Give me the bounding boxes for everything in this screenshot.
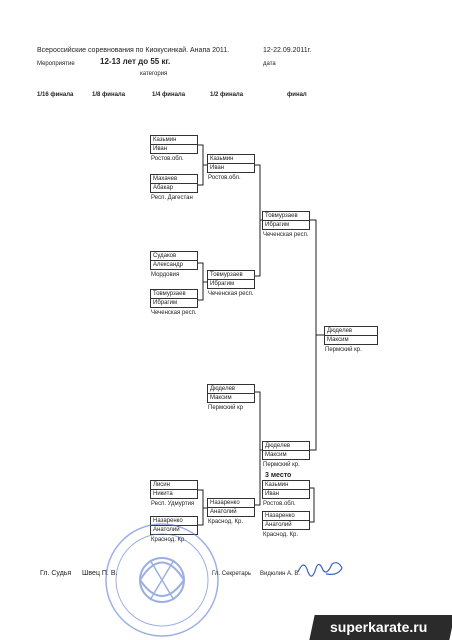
round-header-final: финал — [287, 92, 307, 98]
fighter-surname: Дюделев — [210, 386, 236, 392]
fighter-surname: Казьмин — [153, 137, 177, 143]
fighter-surname: Товмурзаев — [153, 291, 186, 297]
third-place-label: 3 место — [265, 472, 292, 479]
fighter-region: Чеченская респ. — [263, 232, 309, 238]
bracket-slot-r1-2: Махачев Абакар — [150, 174, 198, 193]
fighter-region: Мордовия — [151, 272, 180, 278]
fighter-region: Пермский кр — [208, 405, 244, 411]
bracket-slot-semi-2: Дюделев Максим — [262, 441, 310, 460]
fighter-region: Краснод. Кр. — [151, 537, 187, 543]
event-title: Всероссийские соревнования по Киокусинка… — [37, 47, 230, 54]
fighter-name: Ибрагим — [151, 298, 197, 307]
fighter-surname: Дюделев — [265, 443, 291, 449]
bracket-slot-r1-5: Лисин Никита — [150, 480, 198, 499]
event-label: Мероприятие — [37, 61, 75, 67]
round-header-1-8: 1/8 финала — [92, 92, 126, 98]
date-label: дата — [263, 61, 276, 67]
fighter-region: Краснод. Кр. — [263, 532, 299, 538]
watermark-text: superkarate.ru — [330, 619, 428, 635]
fighter-region: Ростов.обл. — [208, 175, 241, 181]
fighter-region: Ростов.обл. — [263, 501, 296, 507]
fighter-name: Максим — [208, 393, 254, 402]
fighter-surname: Казьмин — [265, 482, 289, 488]
round-header-1-4: 1/4 финала — [152, 92, 186, 98]
fighter-name: Иван — [151, 144, 197, 153]
fighter-surname: Дюделев — [327, 328, 353, 334]
fighter-surname: Казьмин — [210, 156, 234, 162]
fighter-name: Ибрагим — [263, 220, 309, 229]
fighter-region: Чеченская респ. — [208, 291, 254, 297]
fighter-name: Ибрагим — [208, 279, 254, 288]
fighter-surname: Назаренко — [265, 513, 295, 519]
bracket-slot-r1-3: Судаков Александр — [150, 251, 198, 270]
fighter-name: Анатолий — [263, 520, 309, 529]
fighter-surname: Назаренко — [153, 518, 183, 524]
category-label: категория — [140, 71, 168, 77]
secretary-label: Гл. Секретарь — [212, 571, 251, 577]
bracket-slot-r2-4: Назаренко Анатолий — [207, 498, 255, 517]
fighter-region: Краснод. Кр. — [208, 519, 244, 525]
fighter-name: Александр — [151, 260, 197, 269]
fighter-region: Пермский кр. — [263, 462, 300, 468]
fighter-surname: Назаренко — [210, 500, 240, 506]
fighter-name: Максим — [263, 450, 309, 459]
fighter-surname: Махачев — [153, 176, 178, 182]
fighter-name: Никита — [151, 489, 197, 498]
round-header-1-2: 1/2 финала — [210, 92, 244, 98]
bracket-slot-r1-1: Казьмин Иван — [150, 135, 198, 154]
bracket-slot-r2-2: Товмурзаев Ибрагим — [207, 270, 255, 289]
bracket-slot-semi-1: Товмурзаев Ибрагим — [262, 211, 310, 230]
fighter-region: Пермский кр. — [325, 347, 362, 353]
third-place-slot-1: Казьмин Иван — [262, 480, 310, 499]
secretary-name: Видюлин А. В. — [260, 571, 301, 577]
bracket-slot-r2-1: Казьмин Иван — [207, 154, 255, 173]
fighter-name: Максим — [325, 335, 377, 344]
fighter-name: Иван — [263, 489, 309, 498]
bracket-slot-final: Дюделев Максим — [324, 326, 378, 345]
chief-judge-name: Швец П. В. — [82, 570, 118, 577]
fighter-region: Ростов.обл. — [151, 156, 184, 162]
fighter-surname: Лисин — [153, 482, 170, 488]
event-dates: 12-22.09.2011г. — [263, 47, 312, 54]
fighter-surname: Товмурзаев — [210, 272, 243, 278]
third-place-slot-2: Назаренко Анатолий — [262, 511, 310, 530]
fighter-surname: Судаков — [153, 253, 177, 259]
fighter-name: Анатолий — [208, 507, 254, 516]
category-value: 12-13 лет до 55 кг. — [100, 57, 171, 66]
chief-judge-label: Гл. Судья — [40, 570, 72, 577]
fighter-region: Респ. Дагестан — [151, 195, 193, 201]
fighter-name: Иван — [208, 163, 254, 172]
fighter-region: Респ. Удмуртия — [151, 501, 195, 507]
round-header-1-16: 1/16 финала — [37, 92, 74, 98]
bracket-slot-r2-3: Дюделев Максим — [207, 384, 255, 403]
fighter-surname: Товмурзаев — [265, 213, 298, 219]
fighter-region: Чеченская респ. — [151, 310, 197, 316]
bracket-slot-r1-4: Товмурзаев Ибрагим — [150, 289, 198, 308]
fighter-name: Абакар — [151, 183, 197, 192]
